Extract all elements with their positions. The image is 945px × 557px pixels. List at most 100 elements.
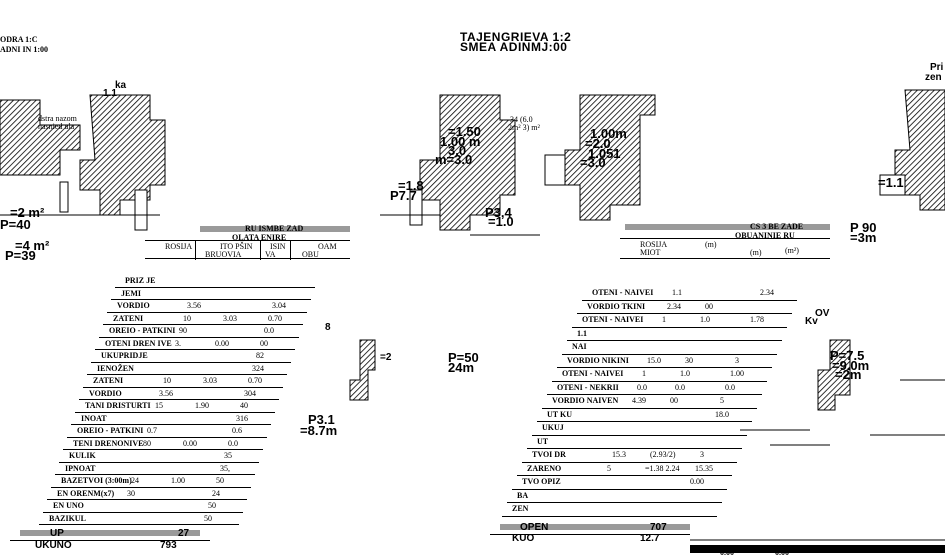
table-cell-b: 00 (705, 301, 713, 311)
table-cell-c: 82 (256, 351, 264, 360)
table-row-divider (51, 486, 251, 488)
left-col-6: OBU (302, 250, 319, 259)
table-cell-c: 0.70 (268, 313, 282, 323)
right-total1-label: OPEN (520, 522, 549, 533)
table-row-divider (115, 286, 315, 288)
left-total1-label: UP (50, 528, 64, 539)
table-cell-b: 00 (670, 396, 678, 405)
page-title-line1: TAJENGRIEVA 1:2 (460, 30, 572, 44)
right-table-heading2: OBUANINIE RU (735, 231, 795, 240)
table-cell-label: INOAT (81, 413, 107, 423)
wall-block-center-1 (380, 94, 516, 231)
table-cell-label: BA (517, 490, 529, 500)
table-cell-label: NAI (572, 342, 587, 351)
table-row-divider (59, 461, 259, 463)
table-cell-label: UKUJ (542, 423, 564, 432)
area-b1: =1.50 (448, 124, 481, 139)
table-row-divider (552, 380, 767, 382)
table-cell-label: VORDIO TKINI (587, 301, 646, 311)
table-cell-label: VORDIO NIKINI (567, 355, 629, 365)
table-cell-label: VORDIO (117, 301, 150, 310)
right-col-4: (m) (750, 248, 762, 257)
area-b5: =1.8 (398, 178, 424, 193)
table-cell-label: OTENI - NAIVEI (592, 288, 654, 297)
table-cell-label: IENOŽEN (97, 363, 134, 373)
area-g1: P3.1 (308, 412, 335, 427)
table-row-divider (572, 326, 787, 328)
table-cell-a: 3.56 (187, 301, 201, 310)
area-d4: =3.0 (580, 155, 606, 170)
table-row-divider (87, 374, 287, 375)
area-i4: =1.1 (878, 175, 904, 190)
table-cell-a: 2.34 (667, 301, 681, 311)
table-cell-c: 3.04 (272, 301, 286, 310)
table-cell-c: 1.00 (730, 369, 744, 378)
table-cell-label: PRIZ JE (125, 276, 156, 285)
table-row-divider (83, 386, 283, 388)
table-row-divider (99, 336, 299, 338)
area-i1: P=7.5 (830, 348, 865, 363)
area-d3: 1.051 (588, 146, 621, 161)
left-total2-label: UKUNO (35, 540, 72, 551)
table-cell-c: 3 (700, 450, 704, 459)
label-naz2: nasnied ula (38, 122, 75, 131)
wall-block-left (0, 94, 166, 231)
table-cell-a: 0.7 (147, 426, 157, 435)
right-total2-label: KUO (512, 533, 535, 544)
top-left-subtitle: ADNI IN 1:00 (0, 45, 48, 54)
page-title-line2: SMEA ADINMJ:00 (460, 40, 568, 54)
table-cell-c: 324 (252, 363, 264, 373)
footer-bar (690, 545, 945, 553)
table-cell-a: 1 (642, 369, 646, 378)
area-d2: =2.0 (585, 136, 611, 151)
dim-8: 8 (325, 322, 331, 333)
left-table-heading-bar (200, 226, 350, 232)
right-col-0: ROSIJA (640, 240, 668, 249)
area-a4: P=39 (5, 248, 36, 263)
table-cell-c: 50 (208, 501, 216, 510)
area-f2: 24m (448, 360, 475, 375)
table-cell-label: ZATENI (113, 313, 144, 323)
table-cell-c: 5 (720, 396, 724, 405)
table-cell-c: 18.0 (715, 409, 729, 419)
dim-kv: Kv (805, 316, 818, 327)
table-cell-a: 15.3 (612, 450, 626, 459)
left-table-heading2: OLATA ENIRE (232, 233, 287, 242)
area-f1: P=50 (448, 350, 479, 365)
table-cell-c: 1.78 (750, 315, 764, 324)
table-cell-label: OTENI - NEKRII (557, 382, 619, 392)
table-cell-b: 1.0 (680, 369, 690, 378)
table-cell-c: 24 (212, 488, 220, 498)
table-cell-label: ZATENI (93, 376, 124, 385)
table-row-divider (522, 461, 737, 463)
table-cell-c: 50 (216, 476, 224, 485)
table-cell-a: 15.0 (647, 355, 661, 365)
table-row-divider (95, 349, 295, 350)
area-c1: 34 (6.0 (510, 115, 533, 124)
table-row-divider (47, 499, 247, 500)
left-col-4: BRUOVIA (205, 250, 242, 259)
table-row-divider (537, 421, 752, 422)
table-row-divider (107, 311, 307, 313)
table-cell-c: 0.0 (264, 326, 274, 335)
table-cell-c: 304 (244, 388, 256, 398)
area-a3: =4 m² (15, 238, 50, 253)
table-cell-b: 30 (685, 355, 693, 365)
table-row-divider (557, 367, 772, 368)
right-total2-value: 12.7 (640, 533, 660, 544)
area-h2: =3m (850, 230, 877, 245)
table-cell-a: 1 (662, 315, 666, 324)
table-cell-label: VORDIO (89, 388, 122, 398)
table-cell-c: 0.0 (725, 382, 735, 392)
table-cell-a: 10 (163, 376, 171, 385)
table-cell-c: 35 (224, 451, 232, 460)
table-cell-label: VORDIO NAIVEN (552, 396, 619, 405)
table-cell-c: 35, (220, 463, 230, 473)
left-col-3: OAM (318, 242, 337, 251)
area-a2: P=40 (0, 217, 31, 232)
table-cell-b: 3.03 (203, 376, 217, 385)
table-cell-label: KULIK (69, 451, 96, 460)
table-cell-label: BAZIKUL (49, 513, 86, 523)
area-b2: 1.00 m (440, 134, 481, 149)
